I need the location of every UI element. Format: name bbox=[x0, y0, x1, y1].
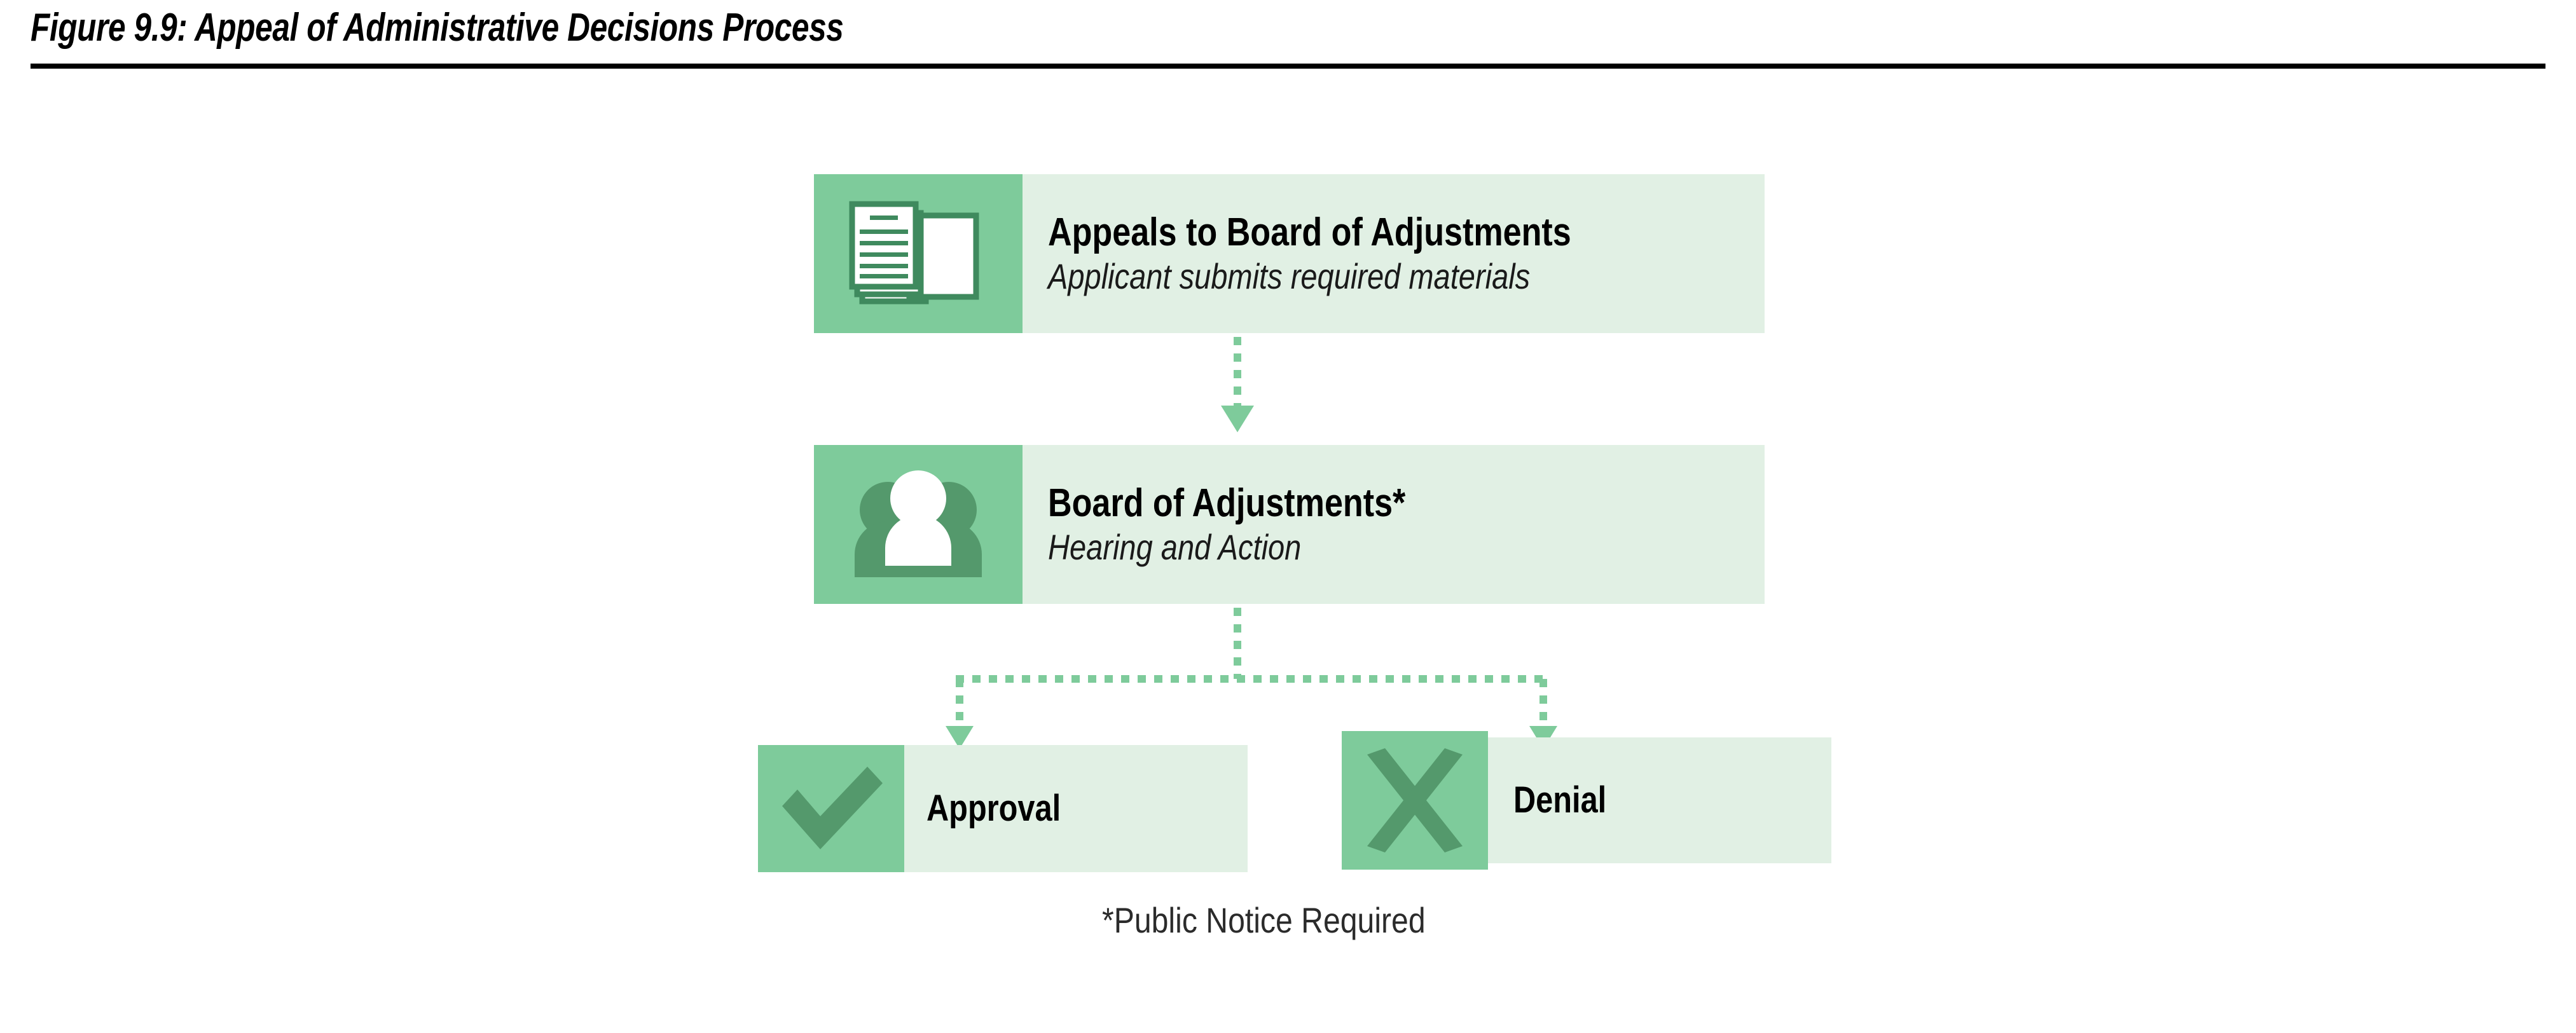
flow-node-board[interactable]: Board of Adjustments* Hearing and Action bbox=[814, 445, 1765, 604]
title-divider bbox=[31, 64, 2545, 69]
flow-node-approval[interactable]: Approval bbox=[758, 745, 1248, 872]
flow-node-board-subtitle: Hearing and Action bbox=[1048, 527, 1302, 567]
flow-node-board-text: Board of Adjustments* Hearing and Action bbox=[1023, 445, 1765, 604]
connector-denial-drop bbox=[1539, 679, 1547, 729]
flow-node-approval-text: Approval bbox=[904, 745, 1248, 872]
cross-x-icon bbox=[1342, 731, 1488, 870]
connector-appeals-to-board-line bbox=[1234, 337, 1241, 407]
flow-node-denial[interactable]: Denial bbox=[1342, 731, 1831, 870]
flow-node-denial-title: Denial bbox=[1513, 779, 1607, 821]
connector-board-split-stem bbox=[1234, 608, 1241, 679]
connector-appeals-to-board-arrowhead bbox=[1221, 406, 1254, 432]
page-title: Figure 9.9: Appeal of Administrative Dec… bbox=[31, 6, 844, 50]
documents-stack-icon bbox=[814, 174, 1023, 333]
flow-node-appeals-subtitle: Applicant submits required materials bbox=[1048, 256, 1531, 296]
connector-board-split-bar bbox=[956, 675, 1547, 683]
flow-node-appeals-text: Appeals to Board of Adjustments Applican… bbox=[1023, 174, 1765, 333]
people-group-icon-art bbox=[855, 470, 982, 577]
cross-x-icon-art bbox=[1367, 748, 1463, 852]
flow-node-appeals[interactable]: Appeals to Board of Adjustments Applican… bbox=[814, 174, 1765, 333]
flow-node-board-title: Board of Adjustments* bbox=[1048, 481, 1406, 525]
people-group-icon bbox=[814, 445, 1023, 604]
checkmark-icon bbox=[758, 745, 904, 872]
flow-node-appeals-title: Appeals to Board of Adjustments bbox=[1048, 210, 1571, 254]
flow-node-approval-title: Approval bbox=[926, 788, 1061, 829]
connector-approval-drop bbox=[956, 679, 963, 729]
footnote-public-notice: *Public Notice Required bbox=[1102, 900, 1426, 940]
flow-node-denial-text: Denial bbox=[1488, 737, 1831, 863]
documents-stack-icon-art bbox=[849, 201, 979, 304]
checkmark-icon-art bbox=[782, 767, 883, 849]
